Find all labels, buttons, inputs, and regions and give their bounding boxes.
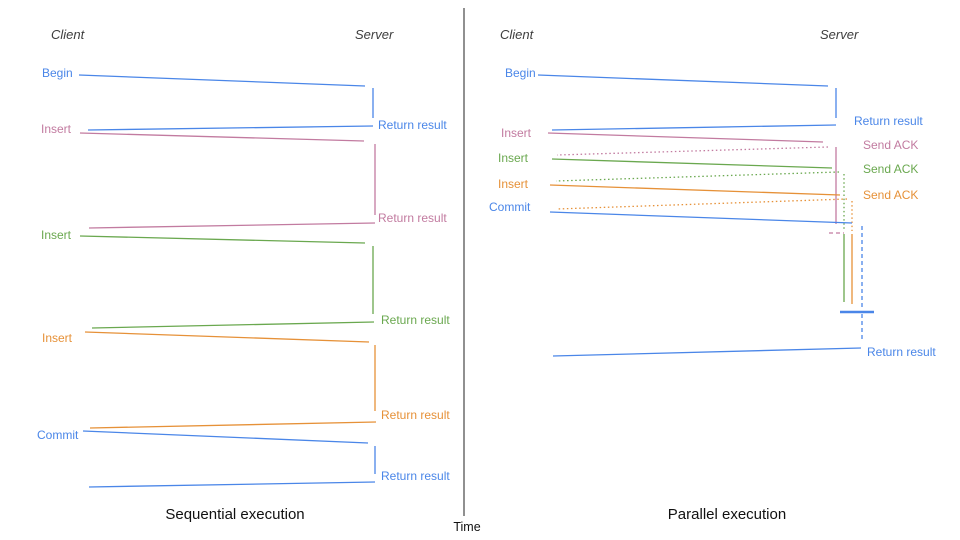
par-insert2-ack-arrow	[555, 171, 840, 182]
seq-server-header: Server	[355, 27, 394, 42]
par-insert2-request-arrow	[551, 158, 833, 169]
parallel-panel: Client Server Begin Return result Insert…	[489, 27, 936, 523]
par-insert3-label: Insert	[498, 177, 529, 191]
seq-insert2-return-arrow	[91, 321, 375, 329]
par-client-header: Client	[500, 27, 535, 42]
seq-insert3-return-label: Return result	[381, 408, 450, 422]
seq-commit-return-arrow	[88, 481, 376, 488]
par-insert2-label: Insert	[498, 151, 529, 165]
seq-insert2-return-label: Return result	[381, 313, 450, 327]
seq-insert3-label: Insert	[42, 331, 73, 345]
seq-begin-request-arrow	[78, 74, 366, 87]
seq-insert1-label: Insert	[41, 122, 72, 136]
seq-insert3-return-arrow	[89, 421, 377, 429]
par-server-header: Server	[820, 27, 859, 42]
par-insert1-ack-label: Send ACK	[863, 138, 918, 152]
par-insert1-ack-arrow	[556, 146, 829, 156]
par-insert3-ack-label: Send ACK	[863, 188, 918, 202]
time-axis: Time	[453, 8, 481, 534]
seq-commit-label: Commit	[37, 428, 79, 442]
par-insert1-request-arrow	[547, 132, 824, 143]
par-commit-label: Commit	[489, 200, 531, 214]
seq-client-header: Client	[51, 27, 86, 42]
seq-begin-return-label: Return result	[378, 118, 447, 132]
seq-begin-label: Begin	[42, 66, 73, 80]
seq-insert2-label: Insert	[41, 228, 72, 242]
par-commit-return-arrow	[552, 347, 862, 357]
seq-commit-request-arrow	[82, 430, 369, 444]
par-insert3-request-arrow	[549, 184, 841, 196]
par-commit-return-label: Return result	[867, 345, 936, 359]
par-insert1-label: Insert	[501, 126, 532, 140]
seq-insert1-return-label: Return result	[378, 211, 447, 225]
parallel-title: Parallel execution	[668, 506, 786, 523]
par-begin-label: Begin	[505, 66, 536, 80]
seq-commit-return-label: Return result	[381, 469, 450, 483]
par-begin-return-label: Return result	[854, 114, 923, 128]
sequential-panel: Client Server Begin Return result Insert…	[37, 27, 450, 523]
par-begin-return-arrow	[551, 124, 837, 131]
seq-insert3-request-arrow	[84, 331, 370, 343]
par-begin-request-arrow	[537, 74, 829, 87]
seq-insert1-return-arrow	[88, 222, 376, 229]
seq-insert1-request-arrow	[79, 132, 365, 142]
par-commit-request-arrow	[549, 211, 853, 224]
seq-insert2-request-arrow	[79, 235, 366, 244]
par-insert3-ack-arrow	[556, 198, 848, 210]
par-insert2-ack-label: Send ACK	[863, 162, 918, 176]
sequential-title: Sequential execution	[165, 506, 304, 523]
time-axis-label: Time	[453, 520, 480, 534]
seq-begin-return-arrow	[87, 125, 374, 131]
